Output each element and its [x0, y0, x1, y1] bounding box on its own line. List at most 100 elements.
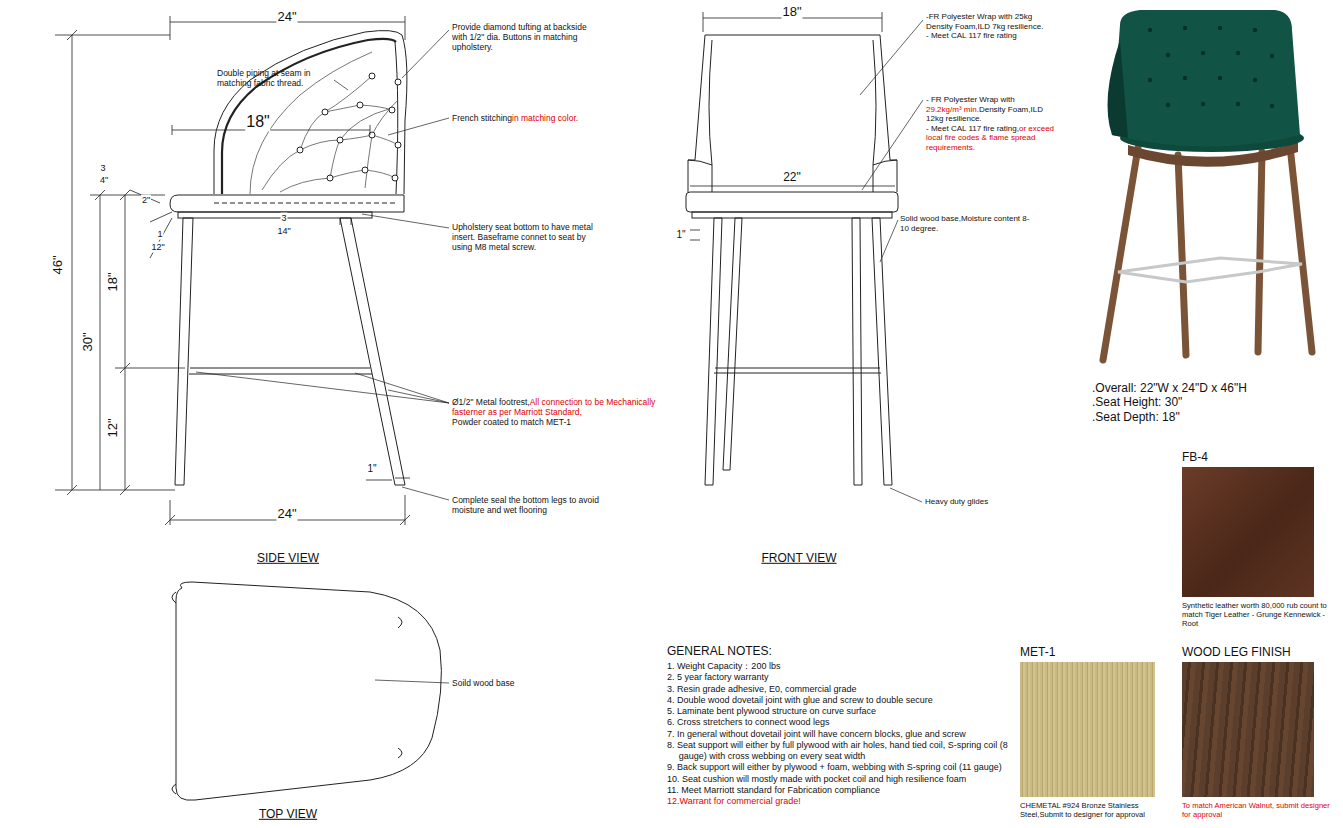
- label-text: 30": [80, 332, 95, 351]
- dimension-line: [340, 218, 351, 225]
- label-text: Heavy duty glides: [925, 497, 988, 506]
- label-text: 1. Weight Capacity：200 lbs: [667, 661, 780, 671]
- stool-tuft: [1236, 51, 1240, 55]
- swatch-caption: Synthetic leather worth 80,000 rub count…: [1182, 601, 1332, 628]
- label-text: 3. Resin grade adhesive, E0, commercial …: [667, 684, 857, 694]
- text-line: 6. Cross stretchers to connect wood legs: [667, 717, 1015, 728]
- dimension-label: 18": [105, 271, 121, 292]
- dimension-label: 1": [366, 463, 377, 475]
- label-text: 12.Warrant for commercial grade!: [667, 796, 801, 806]
- text-line: 18": [245, 112, 270, 131]
- callout-note: Complete seal the bottom legs to avoid m…: [452, 495, 610, 515]
- text-line: 1": [366, 463, 377, 475]
- label-text: 12": [105, 418, 120, 437]
- front-view-chair: [705, 218, 722, 485]
- tufting-button: [322, 109, 328, 115]
- label-text: Solid wood base,Moisture content 8-10 de…: [900, 214, 1029, 233]
- dimension-label: 4": [99, 175, 109, 186]
- swatch-heading: FB-4: [1182, 450, 1332, 464]
- callout-note: -FR Polyester Wrap with 25kg Density Foa…: [926, 12, 1056, 41]
- dimension-label: 3: [280, 213, 287, 224]
- leader-line: [362, 214, 449, 228]
- label-text: 24": [277, 506, 296, 521]
- callout-note: Soild wood base: [452, 678, 514, 688]
- tufting-button: [297, 73, 401, 181]
- text-line: 46": [50, 254, 66, 275]
- text-line: 5. Laminate bent plywood structure on cu…: [667, 706, 1015, 717]
- text-line: 1: [156, 229, 163, 240]
- front-view-chair: [686, 35, 898, 485]
- top-view-outline: [398, 748, 402, 758]
- text-line: 1. Weight Capacity：200 lbs: [667, 661, 1015, 672]
- tufting-button: [369, 73, 375, 79]
- text-line: 24": [276, 9, 297, 25]
- text-line: 29.2kg/m³ min.Density Foam,ILD 12kg resi…: [926, 105, 1058, 124]
- tufting-lines: [330, 108, 392, 178]
- stool-tuft: [1218, 26, 1222, 30]
- text-line: French stitchingin matching color.: [452, 113, 652, 123]
- callout-note: Heavy duty glides: [925, 497, 988, 507]
- side-view-chair: [214, 203, 395, 204]
- text-line: 14": [276, 226, 291, 237]
- label-text: 22": [783, 170, 801, 184]
- label-text: 5. Laminate bent plywood structure on cu…: [667, 706, 876, 716]
- spec-summary: .Overall: 22"W x 24"D x 46"H.Seat Height…: [1092, 381, 1247, 424]
- stool-back: [1112, 10, 1300, 147]
- leader-line: [890, 488, 922, 502]
- stool-tuft: [1218, 76, 1222, 80]
- label-text: 2. 5 year factory warranty: [667, 672, 769, 682]
- label-text: .Overall: 22"W x 24"D x 46"H: [1092, 381, 1247, 395]
- label-text: 11. Meet Marriott standard for Fabricati…: [667, 785, 880, 795]
- material-swatch: WOOD LEG FINISHTo match American Walnut,…: [1182, 645, 1332, 819]
- stool-leg: [1258, 152, 1262, 352]
- text-line: Heavy duty glides: [925, 497, 988, 507]
- text-line: 9. Back support will either by plywood +…: [667, 762, 1015, 773]
- text-line: TOP VIEW: [259, 807, 317, 821]
- view-title: SIDE VIEW: [257, 551, 319, 565]
- stool-back-side: [1108, 40, 1129, 138]
- label-text: TOP VIEW: [259, 807, 317, 821]
- side-view-chair: [170, 195, 404, 212]
- text-line: 8. Seat support will either by full plyw…: [667, 740, 1015, 763]
- label-text: - Meet CAL 117 fire rating: [926, 31, 1017, 40]
- text-line: 1": [675, 229, 686, 241]
- front-view-chair: [692, 212, 892, 218]
- dimension-line: [165, 495, 410, 525]
- label-text: 1": [676, 229, 685, 240]
- text-line: - FR Polyester Wrap with: [926, 95, 1058, 105]
- side-view-chair: [175, 218, 193, 485]
- callout-note: Provide diamond tufting at backside with…: [452, 22, 590, 53]
- text-line: .Overall: 22"W x 24"D x 46"H: [1092, 381, 1247, 395]
- stool-tuft: [1148, 78, 1152, 82]
- callout-note: Double piping at seam in matching fabric…: [217, 68, 333, 88]
- label-text: 1": [367, 463, 376, 474]
- dimension-label: 22": [782, 170, 802, 184]
- stool-tuft: [1270, 104, 1274, 108]
- text-line: - Meet CAL 117 fire rating,or exceed loc…: [926, 124, 1058, 153]
- label-text: 1: [157, 229, 162, 239]
- front-view-chair: [852, 218, 862, 485]
- text-line: Solid wood base,Moisture content 8-10 de…: [900, 214, 1032, 233]
- text-line: - Meet CAL 117 fire rating: [926, 31, 1056, 41]
- stool-tuft: [1253, 78, 1257, 82]
- swatch-sample: [1020, 662, 1155, 797]
- stool-tuft: [1201, 102, 1205, 106]
- text-line: 4": [99, 175, 109, 186]
- dimension-line: [115, 190, 185, 495]
- label-text: 18": [782, 4, 801, 19]
- label-text: Powder coated to match MET-1: [452, 417, 571, 427]
- stool-tuft: [1270, 54, 1274, 58]
- text-line: 11. Meet Marriott standard for Fabricati…: [667, 785, 1015, 796]
- dimension-line: [366, 478, 410, 480]
- dimension-label: 18": [245, 112, 270, 131]
- label-text: FRONT VIEW: [761, 551, 836, 565]
- label-text: 6. Cross stretchers to connect wood legs: [667, 717, 830, 727]
- leader-line: [402, 30, 449, 78]
- dimension-label: 14": [276, 226, 291, 237]
- stool-photo: [1103, 10, 1312, 360]
- side-view-chair: [214, 31, 407, 194]
- text-line: 3: [99, 163, 106, 174]
- text-line: 2": [141, 195, 151, 206]
- leader-line: [880, 220, 898, 262]
